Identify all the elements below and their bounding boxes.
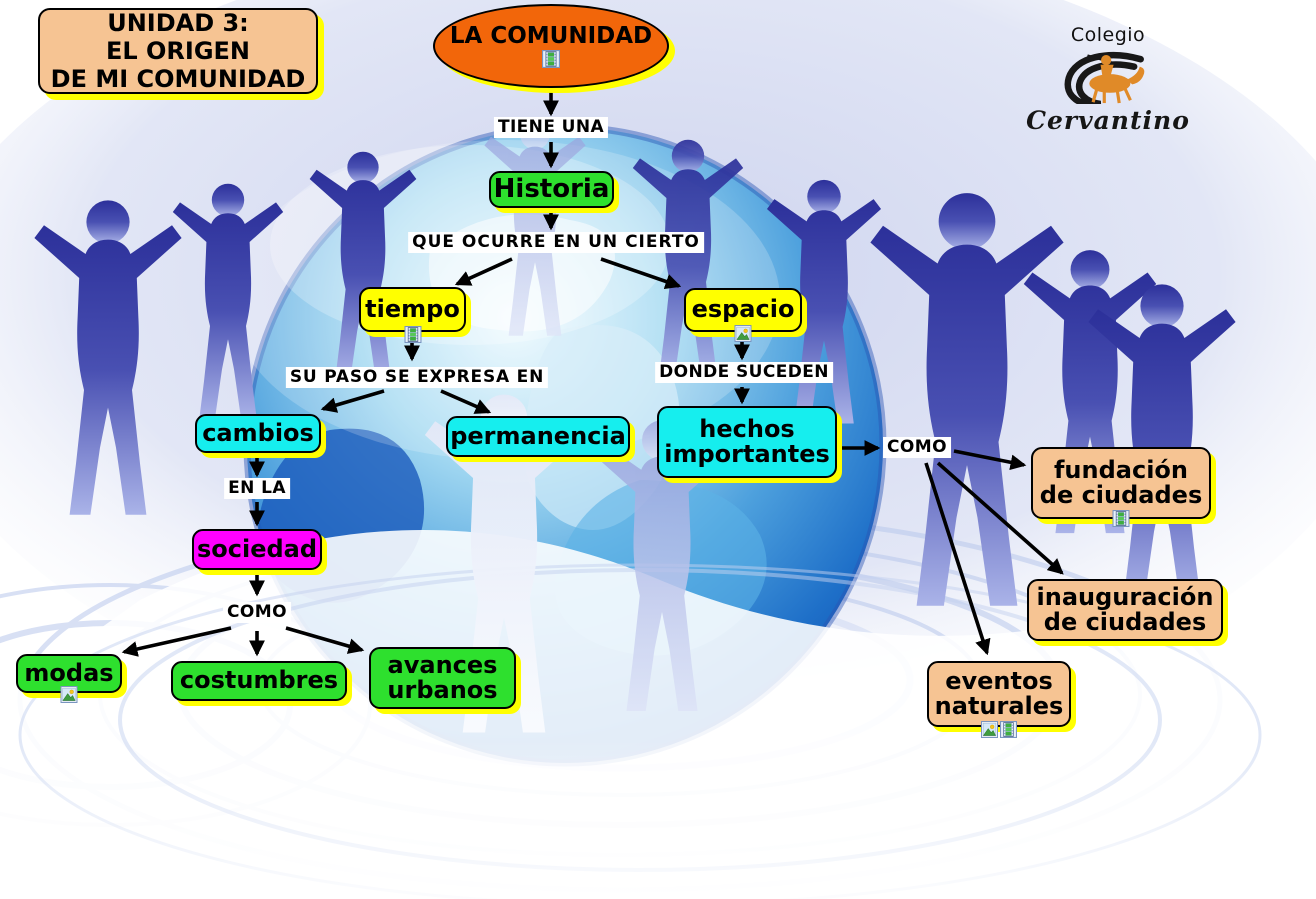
node-sociedad-label: sociedad: [196, 534, 318, 563]
link-label-en-la: EN LA: [224, 478, 290, 500]
node-avances-urbanos: avances urbanos: [369, 647, 516, 709]
node-cambios-label: cambios: [202, 418, 314, 447]
film-icon[interactable]: [1000, 721, 1017, 738]
unit-title-line1: UNIDAD 3:: [107, 8, 249, 37]
node-la-comunidad: LA COMUNIDAD: [433, 4, 669, 88]
link-label-donde-suceden: DONDE SUCEDEN: [655, 362, 833, 384]
node-costumbres: costumbres: [171, 661, 347, 701]
image-icon[interactable]: [735, 325, 752, 342]
node-eventos-naturales: eventos naturales: [927, 661, 1071, 727]
film-icon[interactable]: [542, 50, 560, 68]
link-label-como-derecha: COMO: [883, 437, 951, 459]
link-label-su-paso: SU PASO SE EXPRESA EN: [285, 367, 549, 389]
node-historia: Historia: [489, 171, 614, 208]
node-costumbres-label: costumbres: [179, 666, 339, 695]
node-tiempo-label: tiempo: [365, 294, 460, 323]
image-icon[interactable]: [981, 721, 998, 738]
unit-title-line3: DE MI COMUNIDAD: [50, 65, 306, 94]
link-label-que-ocurre: QUE OCURRE EN UN CIERTO: [408, 232, 704, 254]
node-modas-label: modas: [24, 658, 114, 687]
quixote-horse-logo-icon: [1064, 51, 1145, 108]
node-cambios: cambios: [195, 414, 321, 453]
node-permanencia: permanencia: [446, 416, 630, 457]
node-hechos-importantes: hechos importantes: [657, 406, 837, 478]
node-fundacion-de-ciudades: fundación de ciudades: [1031, 447, 1211, 519]
unit-title-line2: EL ORIGEN: [105, 36, 251, 65]
film-icon[interactable]: [1113, 510, 1130, 527]
node-tiempo: tiempo: [359, 287, 466, 332]
node-espacio-label: espacio: [691, 295, 795, 324]
link-label-tiene-una: TIENE UNA: [493, 117, 609, 139]
resource-icons: [981, 721, 1017, 738]
link-label-como-izquierda: COMO: [223, 602, 291, 624]
node-historia-label: Historia: [493, 173, 610, 204]
node-permanencia-label: permanencia: [450, 421, 626, 450]
unit-title-box: UNIDAD 3: EL ORIGEN DE MI COMUNIDAD: [38, 8, 318, 94]
node-avances-urbanos-label: avances urbanos: [387, 650, 498, 704]
school-logo: Colegio Cervantino: [1018, 24, 1198, 139]
node-la-comunidad-label: LA COMUNIDAD: [449, 23, 653, 50]
logo-school-text: Colegio: [1070, 24, 1146, 46]
node-hechos-importantes-label: hechos importantes: [664, 414, 830, 468]
logo-school-name: Cervantino: [1026, 106, 1190, 135]
node-sociedad: sociedad: [192, 529, 322, 570]
node-inauguracion-label: inauguración de ciudades: [1036, 582, 1214, 636]
node-espacio: espacio: [684, 288, 802, 332]
node-inauguracion-de-ciudades: inauguración de ciudades: [1027, 579, 1223, 641]
film-icon[interactable]: [404, 326, 421, 343]
node-modas: modas: [16, 654, 122, 693]
node-fundacion-label: fundación de ciudades: [1039, 455, 1203, 509]
node-eventos-naturales-label: eventos naturales: [934, 666, 1064, 720]
image-icon[interactable]: [61, 686, 78, 703]
